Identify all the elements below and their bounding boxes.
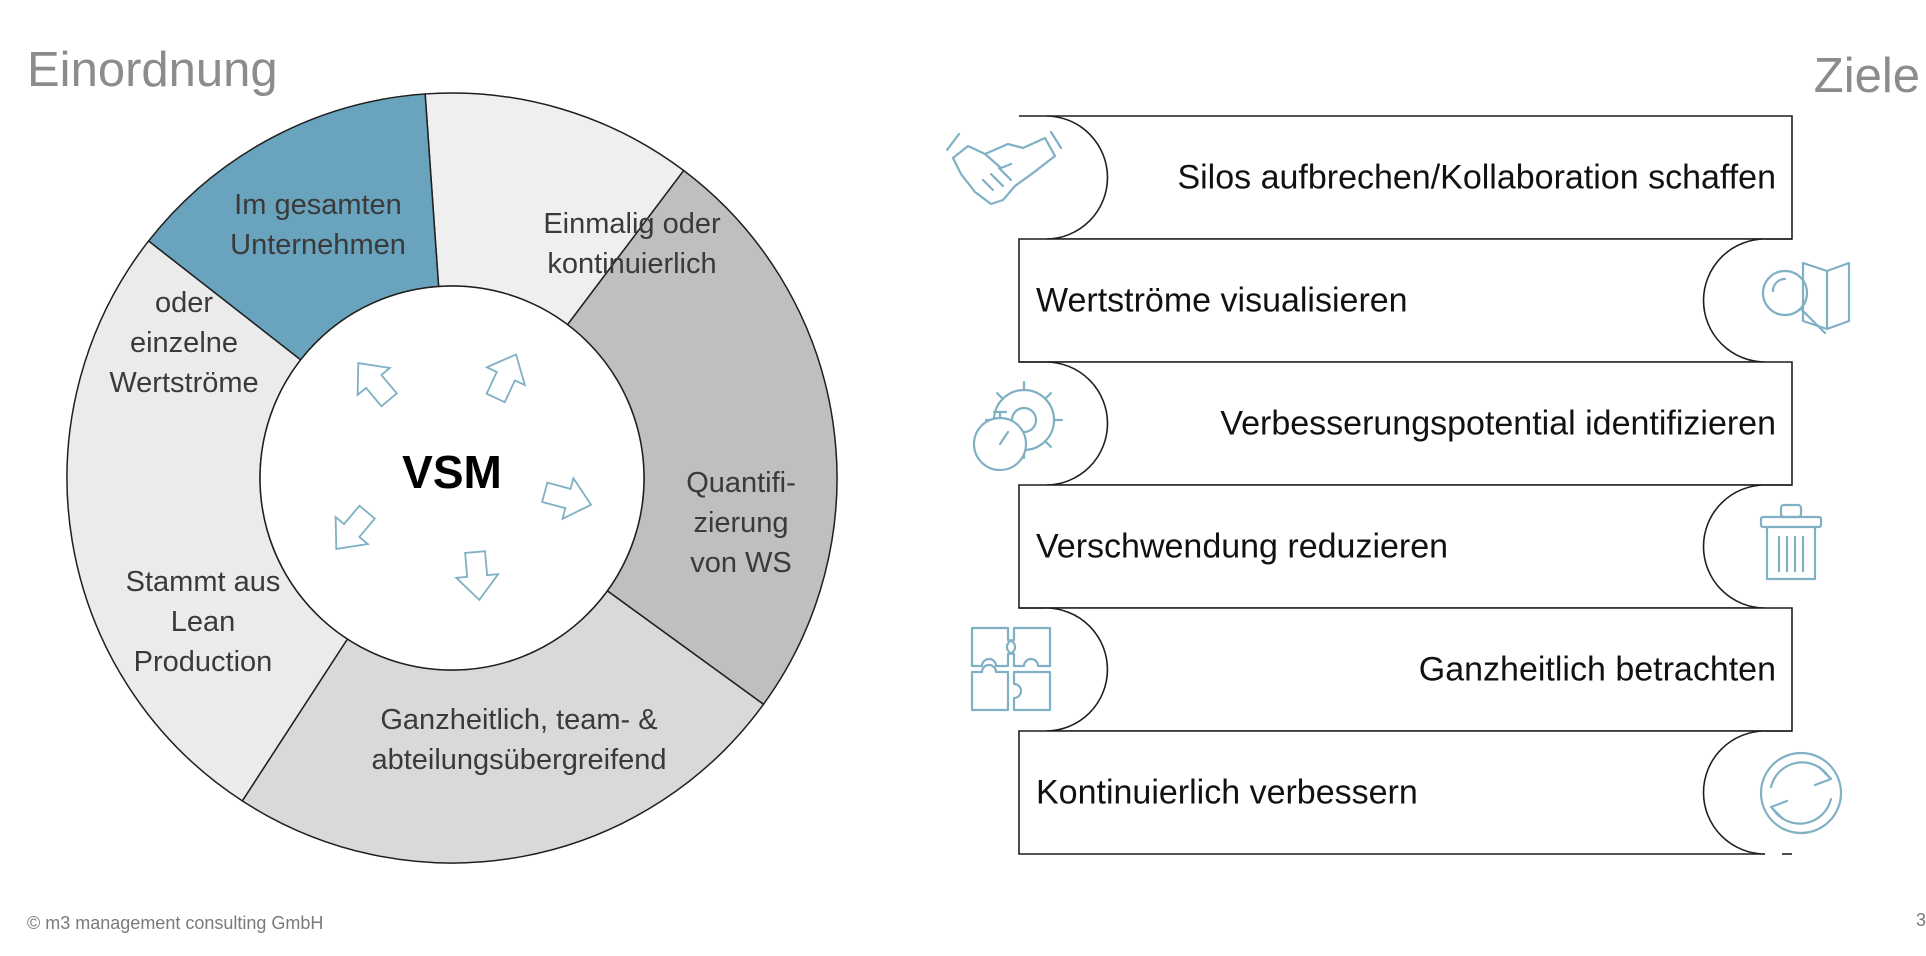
segment-label-line: Lean <box>171 606 236 638</box>
segment-label-line: Im gesamten <box>234 189 402 221</box>
arrow-icon <box>484 353 527 404</box>
segment-label-line: Production <box>134 646 273 678</box>
copyright-footer: © m3 management consulting GmbH <box>27 913 324 933</box>
goal-text: Ganzheitlich betrachten <box>1419 651 1776 689</box>
segment-label-line: abteilungsübergreifend <box>371 744 666 776</box>
segment-label-line: Ganzheitlich, team- & <box>380 704 657 736</box>
segment-label: Ganzheitlich, team- & abteilungsübergreif… <box>371 704 666 776</box>
goal-text: Verschwendung reduzieren <box>1036 528 1448 566</box>
goal-band <box>1018 238 1792 363</box>
goal-band <box>1018 730 1792 855</box>
segment-label: Quantifi-zierung von WS <box>686 467 796 579</box>
page-number: 3 <box>1915 910 1926 930</box>
segment-label-line: kontinuierlich <box>547 248 716 280</box>
map-search-icon <box>1761 261 1851 335</box>
goal-text: Wertströme visualisieren <box>1036 282 1408 320</box>
donut-chart <box>66 92 838 864</box>
center-label: VSM <box>402 446 502 498</box>
goal-band <box>1018 484 1792 609</box>
section-title-einordnung: Einordnung <box>27 43 278 97</box>
segment-label-line: Stammt aus <box>126 566 281 598</box>
goal-text: Kontinuierlich verbessern <box>1036 774 1418 812</box>
segment-label-line: von WS <box>690 547 792 579</box>
segment-label-extra-line: oder <box>155 287 213 319</box>
puzzle-icon <box>970 626 1052 712</box>
arrow-icon <box>356 362 399 408</box>
arrow-icon <box>334 504 377 550</box>
segment-label-extra-line: Wertströme <box>109 367 258 399</box>
donut-center-circle <box>259 285 645 671</box>
trash-icon <box>1759 503 1823 581</box>
goal-text: Verbesserungspotential identifizieren <box>1220 405 1776 443</box>
segment-label: Einmalig oder kontinuierlich <box>543 208 721 280</box>
segment-label-line: Quantifi- <box>686 467 796 499</box>
section-title-ziele: Ziele <box>1813 49 1920 103</box>
segment-label-line: Einmalig oder <box>543 208 721 240</box>
arrow-icon <box>541 476 593 521</box>
refresh-icon <box>1759 751 1843 835</box>
handshake-icon <box>945 130 1063 206</box>
stopwatch-gear-icon <box>972 380 1064 472</box>
goals-ribbon <box>1018 115 1793 855</box>
goal-text: Silos aufbrechen/Kollaboration schaffen <box>1177 159 1776 197</box>
segment-label-line: zierung <box>693 507 788 539</box>
segment-label-line: Unternehmen <box>230 229 406 261</box>
arrow-icon <box>454 550 500 602</box>
goal-band <box>1019 607 1793 732</box>
arrow-group <box>334 353 593 602</box>
segment-label-extra-line: einzelne <box>130 327 238 359</box>
